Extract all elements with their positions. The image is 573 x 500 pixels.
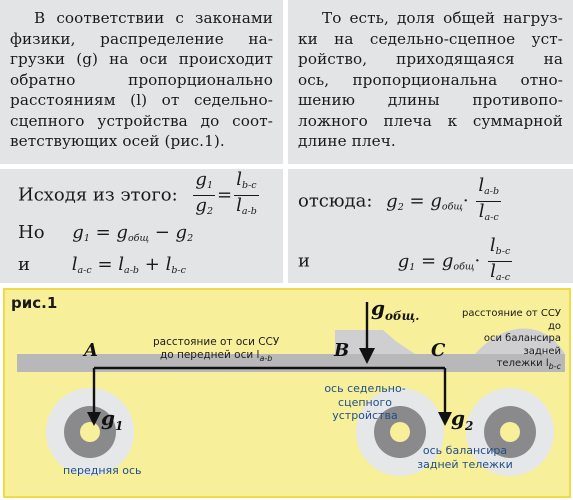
- formula-g1: и g1 = gобщ· lb-c la-c: [298, 236, 514, 287]
- front-axle-label: передняя ось: [63, 464, 142, 477]
- point-b-label: B: [334, 340, 350, 361]
- rear-distance-label: расстояние от ССУ до оси балансира задне…: [462, 308, 561, 371]
- point-a-label: A: [84, 340, 98, 361]
- text-line: ки на седельно-сцепное уст-: [298, 29, 563, 48]
- and-label: и: [18, 254, 30, 275]
- formula-l-sum: и la-c = la-b + lb-c: [18, 254, 186, 276]
- fraction-l-ab-ac: la-b la-c: [476, 175, 502, 223]
- formula-panel-left: [0, 169, 283, 283]
- figure-load-diagram: рис.1 A B C gобщ. g1 g2 расстояние от ос…: [3, 288, 571, 498]
- g-total-arrow-head: [359, 348, 375, 364]
- point-c-label: C: [431, 340, 446, 361]
- text-line: шению длины противопо-: [298, 91, 563, 109]
- text-line: ось, пропорциональна отно-: [298, 70, 563, 89]
- fraction-g: g1 g2: [193, 169, 215, 217]
- intro-label: Исходя из этого:: [18, 184, 178, 206]
- g1-label: g1: [101, 406, 124, 433]
- text-line: То есть, доля общей нагруз-: [322, 9, 563, 27]
- text-panel-left: [0, 0, 283, 164]
- hence-label: отсюда:: [298, 190, 373, 212]
- g2-label: g2: [451, 406, 474, 433]
- text-line: ложного плеча к суммарной: [298, 111, 563, 130]
- text-panel-right: [288, 0, 573, 164]
- text-line: ройство, приходящаяся на: [298, 50, 563, 68]
- text-line: обратно пропорционально: [10, 70, 273, 89]
- rear-wheel-2: [466, 388, 554, 476]
- text-line: В соответствии с законами: [34, 9, 273, 27]
- formula-ratio: Исходя из этого: g1 g2 = lb-c la-b: [18, 170, 261, 221]
- text-line: длине плеч.: [298, 132, 396, 150]
- g-total-label: gобщ.: [371, 296, 420, 323]
- text-line: грузки (g) на оси происходит: [10, 50, 273, 68]
- fraction-l-bc-ac: lb-c la-c: [487, 235, 513, 283]
- rear-axle-label: ось балансира задней тележки: [417, 444, 513, 471]
- paragraph-share: То есть, доля общей нагруз- ки на седель…: [298, 8, 563, 152]
- rear-fender: [475, 328, 565, 354]
- front-wheel: [46, 388, 134, 476]
- g2-arrow-head: [438, 412, 452, 426]
- coupling-axis-label: ось седельно- сцепного устройства: [324, 382, 406, 422]
- coupling-plate: [335, 330, 415, 354]
- front-distance-label: расстояние от оси ССУ до передней оси la…: [153, 336, 280, 364]
- g1-arrow-head: [87, 412, 101, 426]
- text-line: сцепного устройства до соот-: [10, 111, 273, 130]
- truck-schematic: [17, 302, 565, 476]
- text-line: физики, распределение на-: [10, 29, 273, 48]
- formula-panel-right: [288, 169, 573, 283]
- text-line: ветствующих осей (рис.1).: [10, 132, 225, 150]
- and-label-right: и: [298, 250, 310, 272]
- rear-wheel-1: [356, 388, 444, 476]
- formula-g2: отсюда: g2 = gобщ· la-b la-c: [298, 176, 503, 227]
- paragraph-distribution: В соответствии с законами физики, распре…: [10, 8, 273, 152]
- formula-g1-sum: Но g1 = gобщ − g2: [18, 222, 194, 244]
- figure-title: рис.1: [11, 294, 58, 312]
- text-line: расстояниям (l) от седельно-: [10, 91, 273, 109]
- but-label: Но: [18, 222, 45, 243]
- fraction-l: lb-c la-b: [234, 169, 259, 217]
